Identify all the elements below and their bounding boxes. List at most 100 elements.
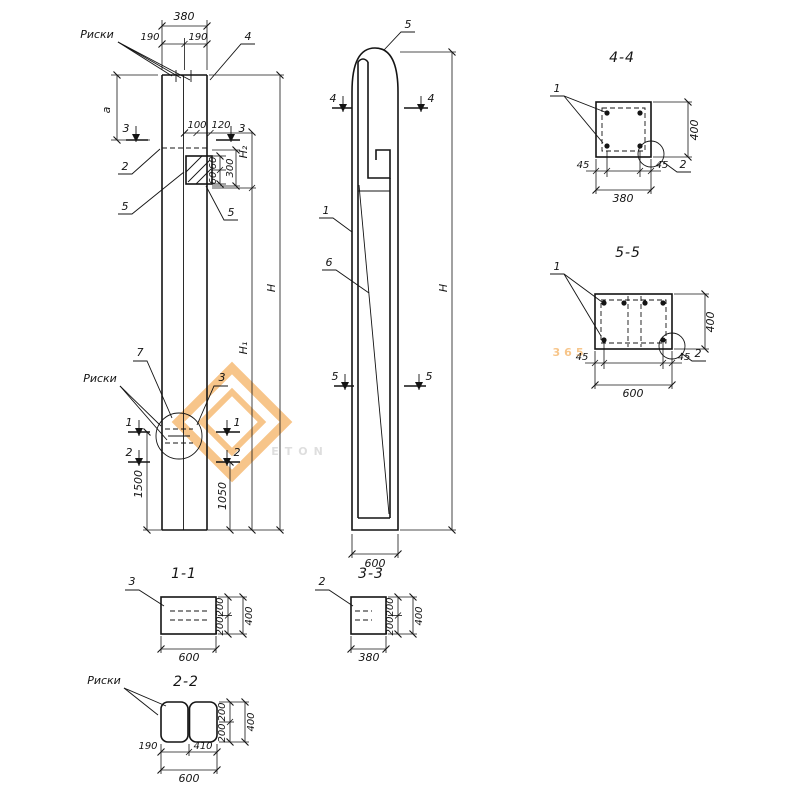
section-1-1-title: 1-1 <box>171 566 197 582</box>
callout-2: 2 <box>118 148 161 175</box>
section-2-2-dim-200-top-label: 200 <box>217 702 228 721</box>
diamond-logo-inner-icon <box>197 387 267 457</box>
section-3-3: 3-3 2 200 200 400 380 <box>315 566 425 664</box>
callout-3-label: 3 <box>219 371 226 384</box>
middle-dim-h-label: H <box>437 284 450 292</box>
section-3-3-dim-380-label: 380 <box>359 651 380 664</box>
callout-7-label: 7 <box>137 346 144 359</box>
section-3-3-dim-200-top-label: 200 <box>385 597 396 616</box>
section-3-3-title: 3-3 <box>358 566 384 582</box>
callout-2-label: 2 <box>122 160 129 173</box>
section-1-1-dim-400-label: 400 <box>244 606 255 625</box>
cut-3-right-label: 3 <box>239 122 246 135</box>
section-3-3-dim-200-bottom-label: 200 <box>385 616 396 635</box>
callout-5-left: 5 <box>118 171 185 215</box>
section-5-5-dim-600-label: 600 <box>623 387 644 400</box>
section-cut-5: 5 5 <box>332 370 433 390</box>
section-5-5-dim-45-right-label: 45 <box>678 352 691 363</box>
section-2-2-title: 2-2 <box>173 674 199 690</box>
left-column-outline <box>161 70 208 531</box>
dim-h2-label: H₂ <box>237 145 250 158</box>
section-5-5: 5-5 1 2 400 45 45 600 <box>550 245 717 400</box>
section-2-2-dim-600-label: 600 <box>179 772 200 785</box>
section-4-4-callout-2-label: 2 <box>680 158 687 171</box>
riski-bottom-detail: Риски 7 3 <box>83 346 228 460</box>
dims-60-300: 60 60 300 <box>208 146 240 190</box>
dim-60-bottom-label: 60 <box>208 172 219 185</box>
section-1-1: 1-1 3 200 200 400 600 <box>125 566 255 664</box>
section-2-2-dim-200-bottom-label: 200 <box>217 723 228 742</box>
callout-5-left-label: 5 <box>122 200 129 213</box>
cut-1-left-label: 1 <box>126 416 133 429</box>
callout-5-top: 5 <box>383 18 415 51</box>
section-cut-3: 3 3 <box>123 122 246 142</box>
cut-3-left-label: 3 <box>123 122 130 135</box>
middle-column-outline <box>351 47 399 531</box>
section-4-4-title: 4-4 <box>609 50 635 66</box>
dim-a-label: a <box>100 106 113 113</box>
callout-5-right-label: 5 <box>228 206 235 219</box>
section-4-4-dim-45-right-label: 45 <box>656 160 669 171</box>
section-2-2-dim-190-label: 190 <box>138 741 157 752</box>
callout-6: 6 <box>322 256 370 294</box>
watermark-365-text: 365 <box>553 346 588 359</box>
dim-300-label: 300 <box>225 158 236 177</box>
dim-1050-label: 1050 <box>216 482 229 510</box>
middle-height-dim: H <box>400 48 456 534</box>
section-3-3-callout-2-label: 2 <box>319 575 326 588</box>
section-2-2-riski-label: Риски <box>87 674 121 687</box>
callout-1: 1 <box>319 204 353 233</box>
dim-h-label: H <box>265 284 278 292</box>
cut-5-left-label: 5 <box>332 370 339 383</box>
section-5-5-dim-400-label: 400 <box>704 312 717 333</box>
section-5-5-title: 5-5 <box>615 245 641 261</box>
section-5-5-dim-45-left-label: 45 <box>576 352 589 363</box>
section-2-2-dim-410-label: 410 <box>193 741 212 752</box>
section-4-4: 4-4 1 2 400 45 45 380 <box>550 50 701 205</box>
section-5-5-callout-1-label: 1 <box>554 260 561 273</box>
diamond-logo-icon <box>171 361 293 483</box>
callout-1-label: 1 <box>323 204 330 217</box>
dim-190-right-label: 190 <box>188 32 207 43</box>
height-dimensions: H₂ H₁ H <box>143 71 284 534</box>
section-4-4-dim-45-left-label: 45 <box>577 160 590 171</box>
middle-bottom-dim: 600 <box>348 534 402 570</box>
section-4-4-dim-400-label: 400 <box>688 120 701 141</box>
section-2-2: 2-2 Риски 200 200 400 190 410 600 <box>87 674 257 785</box>
cut-2-right-label: 2 <box>234 446 241 459</box>
riski-top-label: Риски <box>80 28 114 41</box>
section-1-1-dim-600-label: 600 <box>179 651 200 664</box>
section-5-5-callout-2-label: 2 <box>695 347 702 360</box>
riski-top-callout: Риски <box>80 28 191 81</box>
middle-dim-600-label: 600 <box>365 557 386 570</box>
left-top-dimensions: 380 190 190 <box>140 10 211 70</box>
cut-5-right-label: 5 <box>426 370 433 383</box>
dim-1500-label: 1500 <box>132 470 145 498</box>
dims-1500-1050: 1500 1050 <box>132 428 234 534</box>
section-4-4-dim-380-label: 380 <box>613 192 634 205</box>
cut-4-left-label: 4 <box>330 92 337 105</box>
dim-380-label: 380 <box>174 10 195 23</box>
dim-120-label: 120 <box>211 120 230 131</box>
section-1-1-dim-200-bottom-label: 200 <box>215 616 226 635</box>
dims-100-120: 100 120 <box>180 120 252 137</box>
callout-5-top-label: 5 <box>405 18 412 31</box>
cut-4-right-label: 4 <box>428 92 435 105</box>
cut-1-right-label: 1 <box>234 416 241 429</box>
callout-5-right: 5 <box>205 185 238 221</box>
cut-2-left-label: 2 <box>126 446 133 459</box>
section-2-2-dim-400-label: 400 <box>246 712 257 731</box>
dim-h1-label: H₁ <box>237 342 250 355</box>
section-1-1-dim-200-top-label: 200 <box>215 597 226 616</box>
left-elevation: 380 190 190 Риски 4 a 3 <box>80 10 284 534</box>
section-1-1-callout-3-label: 3 <box>129 575 136 588</box>
section-3-3-dim-400-label: 400 <box>414 606 425 625</box>
dim-100-label: 100 <box>187 120 206 131</box>
callout-4: 4 <box>209 30 255 81</box>
watermark-eton-text: ETON <box>271 445 329 458</box>
section-cut-4: 4 4 <box>330 92 435 112</box>
dim-190-left-label: 190 <box>140 32 159 43</box>
dim-60-top-label: 60 <box>208 157 219 170</box>
